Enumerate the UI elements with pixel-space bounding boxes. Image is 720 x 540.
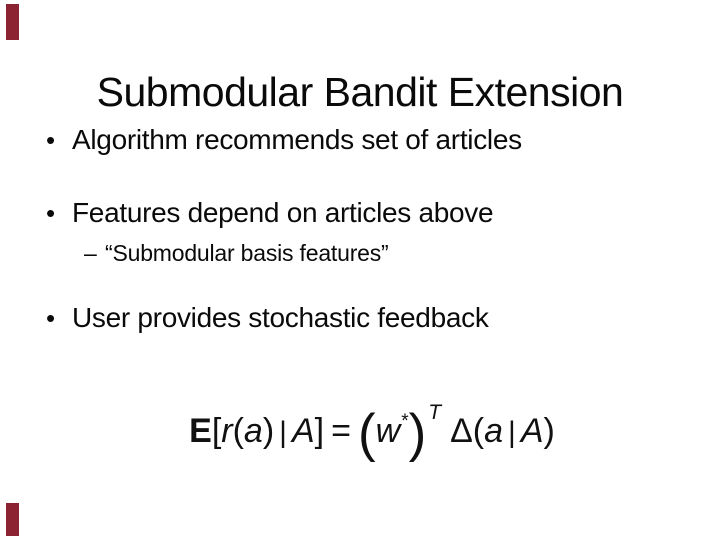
slide-title: Submodular Bandit Extension xyxy=(96,69,624,116)
bullet-marker: • xyxy=(46,303,56,333)
bullet-item: • User provides stochastic feedback xyxy=(46,300,489,336)
formula-close-paren: ) xyxy=(262,412,275,450)
formula-close-paren: ) xyxy=(543,412,555,450)
formula-close-bracket: ] xyxy=(314,412,325,450)
formula-action-var: a xyxy=(484,412,504,450)
bullet-text: Features depend on articles above xyxy=(72,197,494,228)
formula-given-bar: | xyxy=(279,416,287,449)
bullet-text: User provides stochastic feedback xyxy=(72,302,489,333)
sub-bullet-text: “Submodular basis features” xyxy=(105,240,389,266)
accent-bar-bottom xyxy=(6,503,19,536)
formula-big-close-paren: ) xyxy=(408,404,427,463)
formula-expectation-symbol: E xyxy=(189,412,212,450)
sub-bullet-dash-marker: – xyxy=(84,240,97,266)
formula-big-open-paren: ( xyxy=(357,404,376,463)
formula-set-var: A xyxy=(520,412,544,450)
bullet-marker: • xyxy=(46,198,56,228)
formula-equals-sign: = xyxy=(331,412,351,450)
formula-transpose-superscript: T xyxy=(428,401,442,424)
bullet-text: Algorithm recommends set of articles xyxy=(72,124,522,155)
formula-open-paren: ( xyxy=(472,412,485,450)
formula-action-var: a xyxy=(243,412,263,450)
bullet-marker: • xyxy=(46,125,56,155)
formula-weight-var: w xyxy=(375,412,401,450)
sub-bullet-item: – “Submodular basis features” xyxy=(84,238,389,268)
formula-delta-symbol: Δ xyxy=(450,412,473,450)
formula-open-paren: ( xyxy=(232,412,244,450)
formula-set-var: A xyxy=(291,412,315,450)
formula-given-bar: | xyxy=(508,416,516,449)
formula-star-superscript: * xyxy=(401,411,409,432)
accent-bar-top xyxy=(6,4,19,40)
formula-reward-var: r xyxy=(221,412,233,450)
formula-open-bracket: [ xyxy=(211,412,222,450)
bullet-item: • Algorithm recommends set of articles xyxy=(46,122,522,158)
bullet-item: • Features depend on articles above xyxy=(46,195,494,231)
